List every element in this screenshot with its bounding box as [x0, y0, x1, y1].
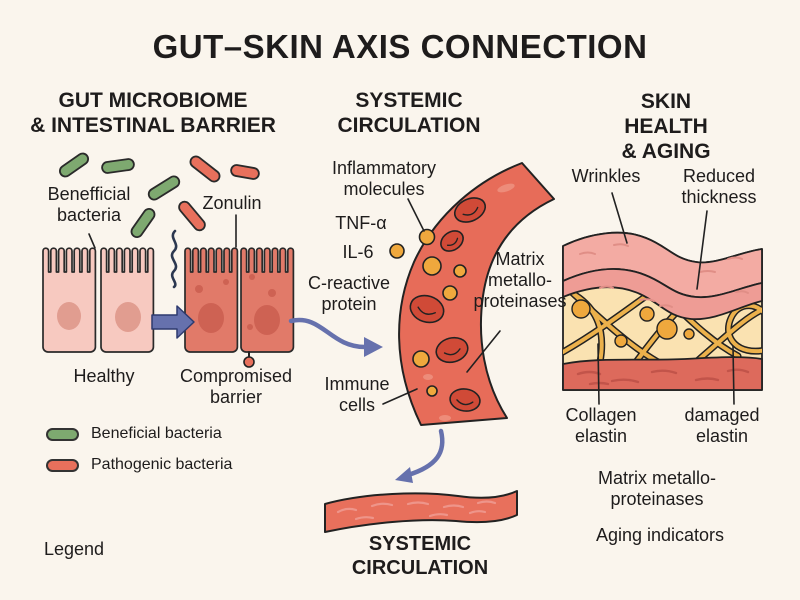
aging-indicators-label: Aging indicators [595, 525, 725, 545]
hypodermis-layer [562, 356, 763, 391]
skin-illustration [562, 192, 763, 405]
inflammatory-molecules-label: Inflammatory molecules [331, 158, 437, 200]
pathogenic-bacteria-icons [178, 155, 260, 232]
inflammatory-pointer-line [407, 198, 425, 232]
c-reactive-protein-label: C-reactive protein [307, 273, 391, 315]
beneficial-pointer-line [88, 233, 96, 249]
beneficial-bacteria-pill-icon [46, 427, 79, 441]
damaged-elastin-label: damaged elastin [684, 405, 760, 447]
wrinkles-pointer-line [611, 192, 628, 244]
legend-item-pathogenic: Pathogenic bacteria [46, 456, 232, 474]
legend-item-label: Pathogenic bacteria [91, 456, 233, 473]
leak-droplet-icon [243, 351, 255, 368]
epidermis-texture-lines [579, 243, 749, 308]
systemic-circulation-caption: SYSTEMIC CIRCULATION [351, 533, 489, 579]
healthy-cell-nuclei [57, 302, 141, 332]
immune-cells-label: Immune cells [324, 374, 390, 416]
circulation-pointer-lines [382, 198, 501, 405]
blood-vessel [398, 162, 555, 426]
hypodermis-texture-lines [576, 368, 750, 386]
tnf-alpha-label: TNF-α [335, 213, 387, 233]
mmp-vessel-label: Matrix metallo- proteinases [473, 249, 567, 312]
legend-item-beneficial: Beneficial bacteria [46, 425, 222, 443]
healthy-label: Healthy [73, 366, 135, 386]
skin-pointer-lines [597, 192, 735, 405]
compromised-barrier-label: Compromised barrier [179, 366, 293, 408]
vessel-to-systemic-arrow-icon [395, 428, 445, 483]
mmp-pointer-line [466, 330, 501, 373]
beneficial-bacteria-label: Benefficial bacteria [47, 184, 131, 226]
collagen-elastin-label: Collagen elastin [565, 405, 637, 447]
compromised-cells [184, 247, 295, 353]
systemic-circulation-band [324, 490, 518, 533]
reduced-thickness-pointer-line [696, 210, 708, 290]
healthy-cells [42, 247, 155, 353]
transition-arrow-icon [151, 305, 195, 339]
gut-pointer-lines [88, 214, 237, 249]
pathogenic-bacteria-pill-icon [46, 458, 79, 472]
circulation-illustration [288, 162, 555, 533]
skin-panel-heading: SKIN HEALTH & AGING [621, 90, 711, 164]
immune-pointer-line [382, 388, 418, 405]
page-title: GUT–SKIN AXIS CONNECTION [152, 28, 648, 65]
zonulin-label: Zonulin [202, 193, 262, 213]
mmp-skin-label: Matrix metallo- proteinases [597, 468, 717, 510]
inflammatory-molecule-icons [389, 228, 467, 397]
legend-item-label: Beneficial bacteria [91, 425, 222, 442]
reduced-thickness-label: Reduced thickness [681, 166, 757, 208]
collagen-pointer-line [597, 343, 600, 405]
gut-panel-heading: GUT MICROBIOME & INTESTINAL BARRIER [30, 89, 276, 138]
beneficial-bacteria-icons [58, 152, 181, 239]
barrier-break-squiggle-icon [170, 229, 178, 289]
legend-title: Legend [44, 539, 105, 559]
band-texture-lines [336, 500, 497, 521]
epidermis-layer-2 [562, 268, 763, 320]
circulation-panel-heading: SYSTEMIC CIRCULATION [337, 89, 481, 138]
wrinkles-label: Wrinkles [571, 166, 641, 186]
gut-illustration [42, 152, 295, 368]
compromised-cell-nuclei [195, 274, 280, 335]
il6-label: IL-6 [342, 242, 374, 262]
gut-to-vessel-arrow-icon [288, 317, 383, 357]
damaged-elastin-pointer-line [732, 345, 735, 405]
red-blood-cell-icons [409, 197, 487, 412]
